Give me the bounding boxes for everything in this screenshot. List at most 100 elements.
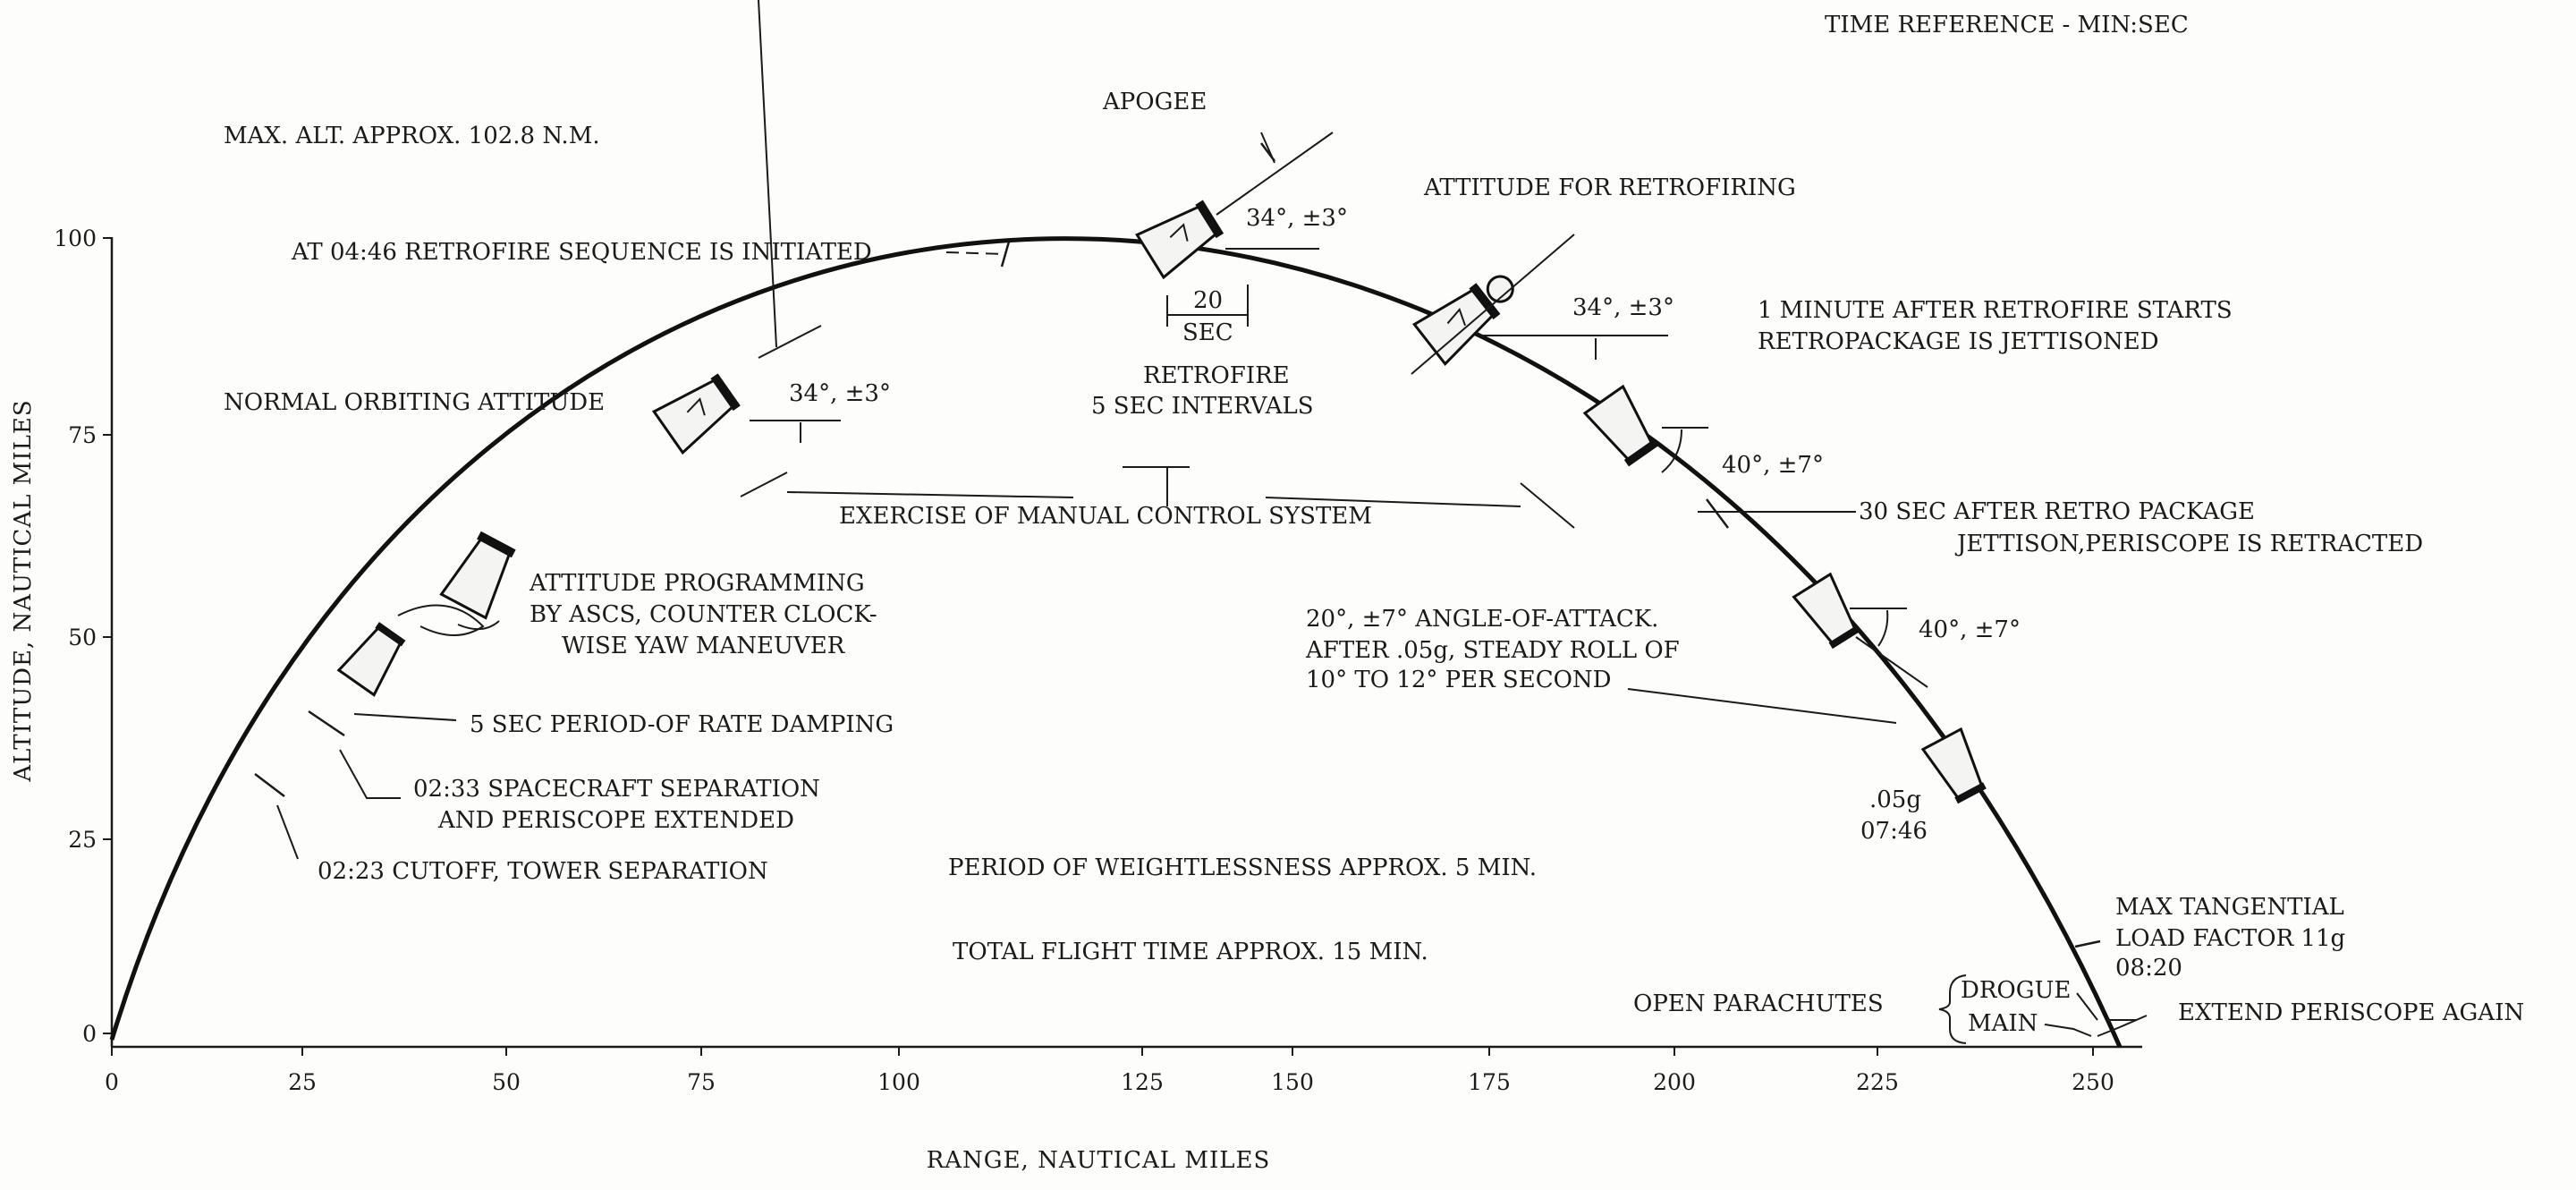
retrofire-interval-label: 5 SEC INTERVALS [1091,393,1314,420]
main-leader [2044,1024,2092,1037]
y-tick-label: 75 [68,422,97,448]
x-tick-label: 225 [1856,1069,1899,1095]
attitude-programming-label-3: WISE YAW MANEUVER [562,633,846,659]
descent-angle-arc [1877,609,1889,647]
separation-tick [308,710,345,737]
y-tick-label: 0 [82,1021,97,1047]
rate-damping-leader [353,713,457,721]
x-tick-label: 125 [1121,1069,1164,1095]
y-tick-label: 100 [54,225,97,251]
manual-bracket-right-end [1520,482,1575,529]
x-axis-title: RANGE, NAUTICAL MILES [927,1147,1271,1174]
normal-orbit-arrow [758,0,777,348]
angle-label-jettison: 40°, ±7° [1722,452,1824,479]
thirty-sec-label-1: 30 SEC AFTER RETRO PACKAGE [1859,498,2255,525]
separation-label-1: 02:33 SPACECRAFT SEPARATION [413,776,820,803]
drogue-label: DROGUE [1961,977,2071,1004]
x-tick-label: 200 [1653,1069,1696,1095]
x-tick-label: 0 [105,1069,119,1095]
cutoff-label: 02:23 CUTOFF, TOWER SEPARATION [318,858,768,885]
capsule-attitude-programming [439,531,516,620]
y-axis-title: ALTITUDE, NAUTICAL MILES [10,399,37,782]
yaw-maneuver-arc [397,604,485,636]
retrofire-label: RETROFIRE [1143,362,1290,389]
manual-control-label: EXERCISE OF MANUAL CONTROL SYSTEM [839,503,1372,530]
g05-label: .05g [1869,786,1921,813]
cutoff-tick [254,773,285,797]
capsule-normal-orbit [651,373,741,455]
capsule-descent-1 [1792,572,1860,650]
thirty-sec-label-2: JETTISON,PERISCOPE IS RETRACTED [1954,531,2423,557]
capsule-retrofire [1412,275,1514,366]
x-tick-label: 50 [492,1069,521,1095]
apogee-attitude-line [1216,132,1334,216]
parachutes-brace [1938,974,1967,1044]
x-tick-label: 100 [877,1069,920,1095]
capsule-separation [336,622,406,697]
thirty-sec-tick [1706,498,1729,529]
rate-damping-label: 5 SEC PERIOD-OF RATE DAMPING [470,711,894,738]
total-time-note: TOTAL FLIGHT TIME APPROX. 15 MIN. [953,939,1428,965]
x-tick-label: 75 [687,1069,716,1095]
descent-attitude-line [1855,636,1928,688]
max-tangential-label-3: 08:20 [2115,955,2182,982]
attitude-programming-label-1: ATTITUDE PROGRAMMING [529,570,865,597]
one-minute-label-1: 1 MINUTE AFTER RETROFIRE STARTS [1758,297,2233,324]
t0746-label: 07:46 [1860,818,1928,845]
max-tangential-label-2: LOAD FACTOR 11g [2115,925,2345,952]
main-label: MAIN [1968,1010,2038,1037]
retrofire-attitude-line [1411,234,1575,375]
manual-bracket-left-end [740,472,788,497]
retro-sec-label: SEC [1182,319,1233,346]
open-parachutes-label: OPEN PARACHUTES [1633,990,1884,1017]
aoa-label-3: 10° TO 12° PER SECOND [1306,667,1612,693]
retro-20-label: 20 [1193,287,1223,314]
x-tick-label: 150 [1271,1069,1314,1095]
angle-label-descent: 40°, ±7° [1919,616,2021,643]
separation-leader [339,749,401,799]
x-tick-label: 25 [288,1069,317,1095]
apogee-arrow [1260,132,1275,164]
normal-orbit-label: NORMAL ORBITING ATTITUDE [224,389,605,416]
separation-label-2: AND PERISCOPE EXTENDED [437,807,794,834]
weightlessness-note: PERIOD OF WEIGHTLESSNESS APPROX. 5 MIN. [948,854,1537,881]
time-reference: TIME REFERENCE - MIN:SEC [1825,12,2189,38]
jettison-angle-arc [1661,429,1682,473]
aoa-label-1: 20°, ±7° ANGLE-OF-ATTACK. [1306,606,1658,633]
trajectory-curve [109,236,2123,1049]
max-tangential-label-1: MAX TANGENTIAL [2115,894,2344,921]
capsule-apogee [1135,200,1224,280]
apogee-label: APOGEE [1102,89,1207,115]
capsule-jettison [1582,384,1658,467]
y-tick-label: 50 [68,625,97,650]
aoa-label-2: AFTER .05g, STEADY ROLL OF [1305,637,1680,664]
x-tick-label: 175 [1468,1069,1511,1095]
x-tick-label: 250 [2072,1069,2114,1095]
manual-bracket-left [786,491,1074,498]
angle-label-orbit: 34°, ±3° [789,380,891,407]
attitude-retro-label: ATTITUDE FOR RETROFIRING [1423,174,1796,201]
angle-label-apogee: 34°, ±3° [1246,205,1348,232]
y-tick-label: 25 [68,827,97,853]
x-tick-marks [111,1047,2094,1056]
y-tick-marks [103,237,112,1034]
aoa-leader [1627,688,1897,724]
extend-periscope-label: EXTEND PERISCOPE AGAIN [2178,999,2524,1026]
periscope-leader [2097,1015,2148,1037]
attitude-programming-label-2: BY ASCS, COUNTER CLOCK- [530,601,877,628]
normal-orbit-attitude-line [758,325,822,359]
manual-bracket-right [1265,497,1521,507]
angle-label-retrofire: 34°, ±3° [1572,294,1674,321]
cutoff-leader [276,804,299,860]
capsule-descent-2 [1920,727,1987,804]
retro-sequence-label: AT 04:46 RETROFIRE SEQUENCE IS INITIATED [291,239,872,266]
yaw-maneuver-arrow [457,620,500,631]
max-altitude-note: MAX. ALT. APPROX. 102.8 N.M. [224,123,600,149]
retro-sequence-tick [1000,241,1011,268]
retro-sequence-leader [945,251,1007,255]
max-tangential-tick [2074,939,2101,948]
one-minute-label-2: RETROPACKAGE IS JETTISONED [1758,328,2159,355]
drogue-leader [2076,992,2098,1021]
